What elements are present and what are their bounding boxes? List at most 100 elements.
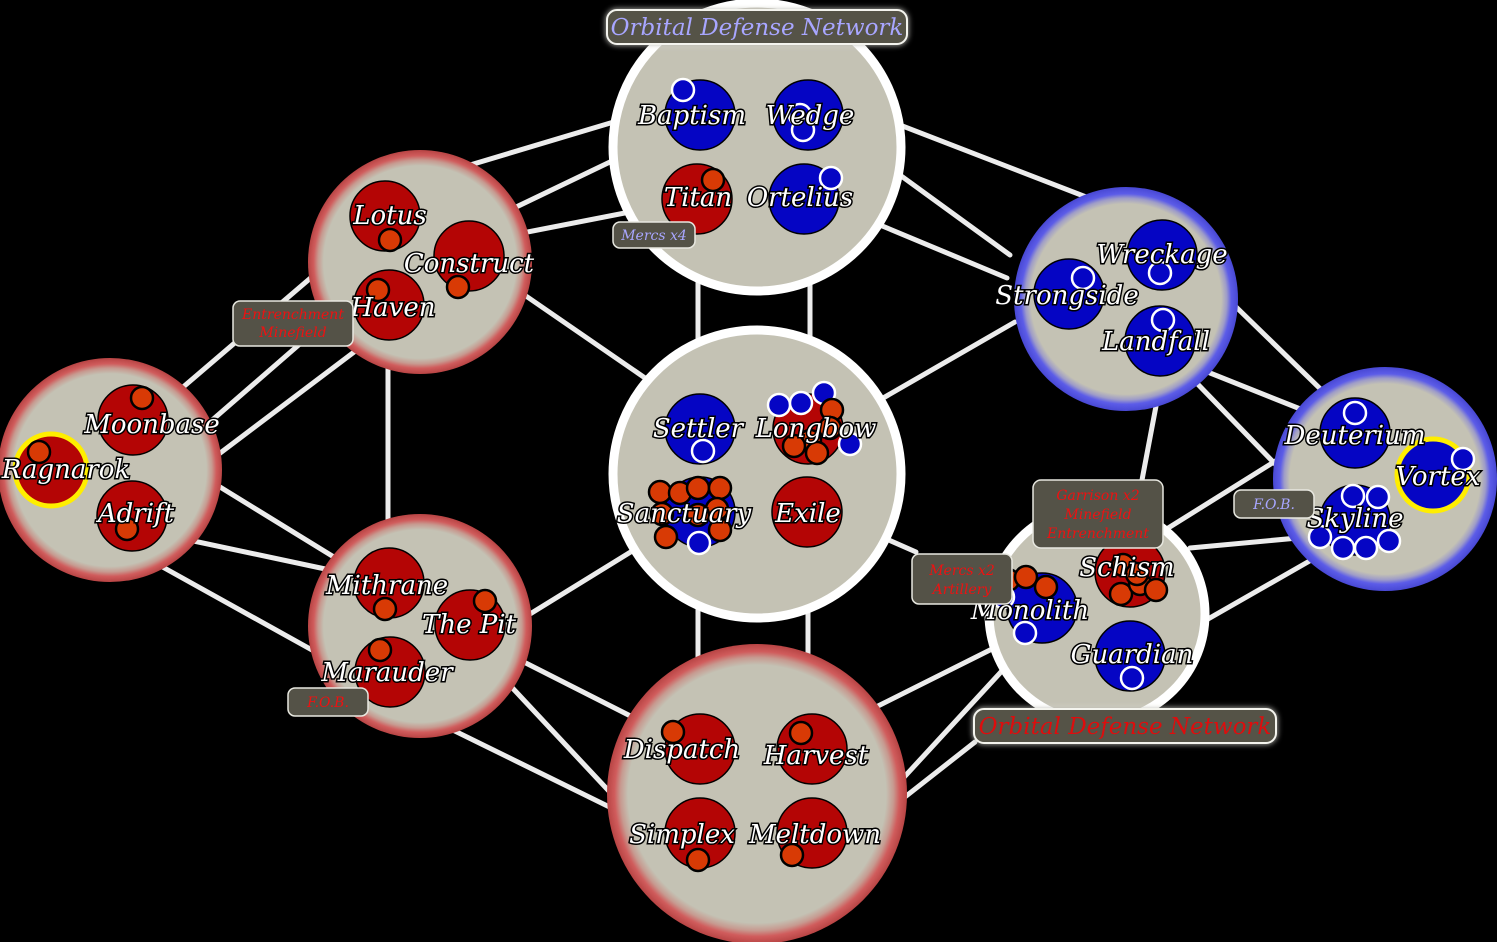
unit-token-icon	[685, 502, 711, 528]
territory-node[interactable]	[1124, 305, 1196, 377]
unit-token-icon	[1108, 581, 1134, 607]
tag-fob-right-text: F.O.B.	[1252, 497, 1295, 513]
unit-token-icon	[707, 517, 733, 543]
territory-titan[interactable]	[661, 163, 733, 235]
connection-line	[167, 533, 333, 573]
territory-dispatch[interactable]	[660, 713, 736, 785]
territory-label-deuterium: Deuterium	[1284, 421, 1426, 451]
unit-token-icon	[700, 167, 726, 193]
territory-landfall[interactable]	[1124, 305, 1196, 377]
unit-token-icon	[804, 440, 830, 466]
territory-label-ortelius: Ortelius	[747, 183, 853, 213]
tag-fob-left: F.O.B.	[287, 687, 369, 717]
unit-token-icon	[26, 439, 52, 465]
tag-mercs-x4: Mercs x4	[612, 221, 696, 249]
unit-token-icon	[653, 524, 679, 550]
tag-mercs-x4-text: Mercs x4	[620, 228, 687, 244]
tag-garrison-line3: Entrenchment	[1046, 526, 1149, 542]
territory-marauder[interactable]	[354, 636, 426, 708]
unit-token-icon	[817, 415, 843, 441]
territory-lotus[interactable]	[349, 180, 421, 253]
unit-token-icon	[129, 385, 155, 411]
unit-token-icon	[686, 530, 712, 556]
unit-token-icon	[837, 431, 863, 457]
territory-ragnarok[interactable]	[12, 431, 90, 509]
territory-label-haven: Haven	[350, 293, 436, 323]
unit-token-icon	[649, 501, 675, 527]
unit-token-icon	[766, 392, 792, 418]
territory-label-moonbase: Moonbase	[83, 410, 220, 440]
unit-token-icon	[1365, 484, 1391, 510]
territory-skyline[interactable]	[1307, 483, 1402, 561]
territory-node[interactable]	[1126, 219, 1198, 291]
territory-label-adrift: Adrift	[96, 499, 175, 529]
tag-garrison-line2: Minefield	[1063, 507, 1131, 523]
territory-label-settler: Settler	[653, 414, 745, 444]
territory-node[interactable]	[1319, 397, 1391, 469]
unit-token-icon	[779, 842, 805, 868]
territory-ortelius[interactable]	[768, 163, 844, 235]
territory-meltdown[interactable]	[776, 797, 848, 869]
unit-token-icon	[790, 117, 816, 143]
territory-label-vortex: Vortex	[1396, 462, 1481, 492]
territory-label-longbow: Longbow	[755, 414, 877, 444]
territory-label-guardian: Guardian	[1071, 640, 1194, 670]
territory-label-construct: Construct	[404, 249, 535, 279]
territory-harvest[interactable]	[776, 713, 848, 785]
territory-label-exile: Exile	[774, 499, 841, 529]
territory-baptism[interactable]	[664, 77, 736, 151]
unit-token-icon	[1070, 265, 1096, 291]
territory-thepit[interactable]	[434, 588, 506, 661]
territory-label-mithrane: Mithrane	[325, 571, 448, 601]
territory-deuterium[interactable]	[1319, 397, 1391, 469]
territory-settler[interactable]	[664, 393, 736, 465]
territory-label-harvest: Harvest	[763, 741, 869, 771]
territory-guardian[interactable]	[1094, 620, 1166, 692]
territory-label-wedge: Wedge	[766, 101, 855, 131]
territory-node[interactable]	[1094, 620, 1166, 692]
territory-wedge[interactable]	[772, 79, 844, 151]
territory-label-lotus: Lotus	[352, 201, 426, 231]
unit-token-icon	[707, 475, 733, 501]
territory-adrift[interactable]	[96, 480, 168, 552]
unit-token-icon	[1330, 535, 1356, 561]
territory-construct[interactable]	[433, 220, 505, 300]
territory-vortex[interactable]	[1394, 436, 1476, 514]
capital-ring-icon	[1394, 436, 1472, 514]
banner-top-text: Orbital Defense Network	[611, 15, 904, 41]
territory-node[interactable]	[664, 393, 736, 465]
unit-token-icon	[1012, 620, 1038, 646]
territory-exile[interactable]	[771, 476, 843, 548]
banner-bottom-text: Orbital Defense Network	[979, 714, 1272, 740]
territory-wreckage[interactable]	[1126, 219, 1198, 291]
territory-strongside[interactable]	[1033, 258, 1105, 330]
unit-token-icon	[1450, 446, 1476, 472]
territory-label-skyline: Skyline	[1306, 504, 1403, 534]
unit-token-icon	[1124, 561, 1150, 587]
connection-line	[527, 537, 653, 617]
unit-token-icon	[685, 475, 711, 501]
unit-token-icon	[1340, 483, 1366, 509]
unit-token-icon	[690, 438, 716, 464]
capital-ring-icon	[12, 431, 90, 509]
territory-node[interactable]	[771, 476, 843, 548]
territory-haven[interactable]	[353, 269, 425, 341]
unit-token-icon	[685, 847, 711, 873]
tag-fob-right: F.O.B.	[1233, 489, 1315, 519]
territory-node[interactable]	[96, 480, 168, 552]
territory-longbow[interactable]	[766, 380, 863, 466]
territory-mithrane[interactable]	[353, 547, 425, 622]
territory-simplex[interactable]	[664, 797, 736, 873]
territory-schism[interactable]	[1094, 536, 1169, 608]
tag-artillery-line2: Artillery	[931, 582, 993, 598]
territory-label-dispatch: Dispatch	[623, 735, 740, 765]
territory-label-marauder: Marauder	[320, 658, 454, 688]
territory-label-baptism: Baptism	[637, 101, 746, 131]
territory-moonbase[interactable]	[97, 384, 169, 456]
region-center	[608, 325, 906, 623]
territory-sanctuary[interactable]	[647, 475, 736, 556]
unit-token-icon	[1119, 665, 1145, 691]
